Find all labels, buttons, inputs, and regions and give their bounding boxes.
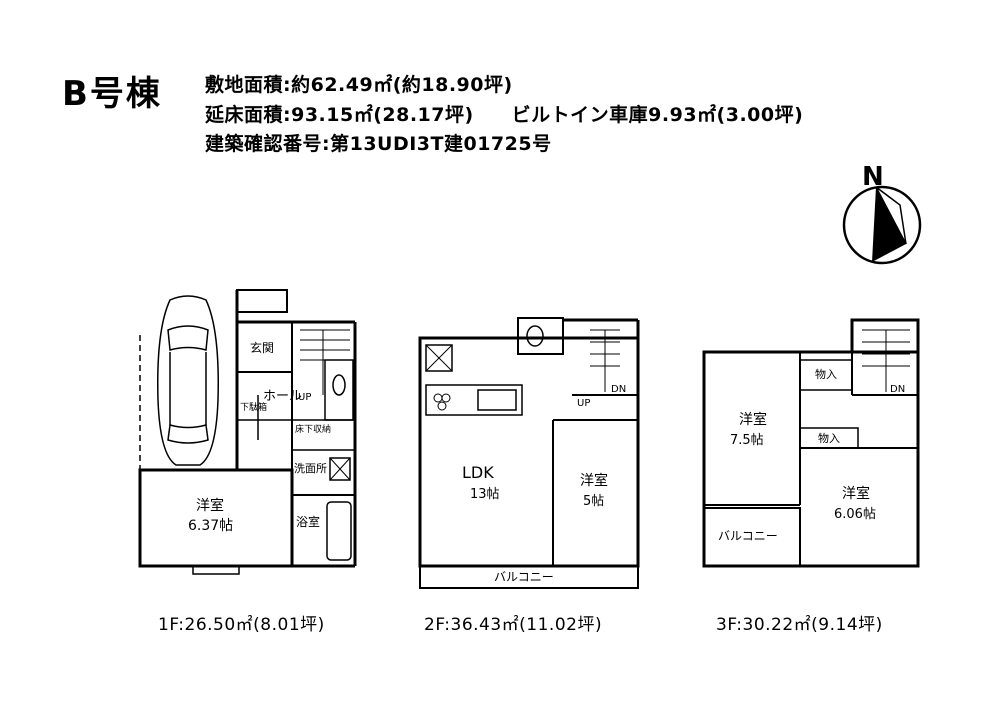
floor-3-area-label: 3F:30.22㎡(9.14坪) <box>716 615 883 635</box>
label-1f-western: 洋室 <box>196 497 224 514</box>
label-1f-genkan: 玄関 <box>250 340 274 355</box>
label-3f-western-a: 洋室 <box>739 411 767 428</box>
label-3f-closet-b: 物入 <box>818 431 840 445</box>
floor-2-plan <box>418 317 640 589</box>
label-2f-ldk: LDK <box>462 463 494 482</box>
label-1f-western-size: 6.37帖 <box>188 518 233 534</box>
garage-text: ビルトイン車庫9.93㎡(3.00坪) <box>511 104 804 126</box>
car-icon <box>157 295 219 466</box>
floor-1-plan <box>138 289 357 575</box>
label-3f-dn: DN <box>890 384 905 395</box>
floor-area-line: 延床面積:93.15㎡(28.17坪) ビルトイン車庫9.93㎡(3.00坪) <box>205 100 803 127</box>
label-2f-western: 洋室 <box>580 472 608 489</box>
compass-north-label: N <box>862 162 884 192</box>
floor-2-area-label: 2F:36.43㎡(11.02坪) <box>424 615 603 635</box>
north-compass-icon <box>842 185 922 265</box>
floor-1-area-label: 1F:26.50㎡(8.01坪) <box>158 615 325 635</box>
label-1f-hall: ホール <box>263 389 302 404</box>
label-2f-ldk-size: 13帖 <box>470 487 500 502</box>
label-3f-balcony: バルコニー <box>718 529 778 543</box>
floor-3-plan <box>702 318 920 568</box>
building-title: B号棟 <box>62 74 162 114</box>
label-3f-western-b: 洋室 <box>842 485 870 502</box>
site-area-text: 敷地面積:約62.49㎡(約18.90坪) <box>205 74 513 96</box>
floor-area-text: 延床面積:93.15㎡(28.17坪) <box>205 104 474 126</box>
label-3f-closet-a: 物入 <box>815 367 837 381</box>
label-3f-western-a-size: 7.5帖 <box>730 433 764 448</box>
label-1f-up: UP <box>298 392 311 403</box>
label-1f-wash: 洗面所 <box>294 462 327 475</box>
label-1f-bath: 浴室 <box>296 514 320 529</box>
label-1f-shelf: 下駄箱 <box>240 401 267 413</box>
label-2f-balcony: バルコニー <box>494 570 554 584</box>
label-3f-western-b-size: 6.06帖 <box>834 507 876 522</box>
label-2f-western-size: 5帖 <box>583 494 604 509</box>
label-2f-up: UP <box>577 398 590 409</box>
permit-text: 建築確認番号:第13UDI3T建01725号 <box>205 133 552 155</box>
label-1f-storage: 床下収納 <box>295 423 331 435</box>
label-2f-dn: DN <box>611 384 626 395</box>
